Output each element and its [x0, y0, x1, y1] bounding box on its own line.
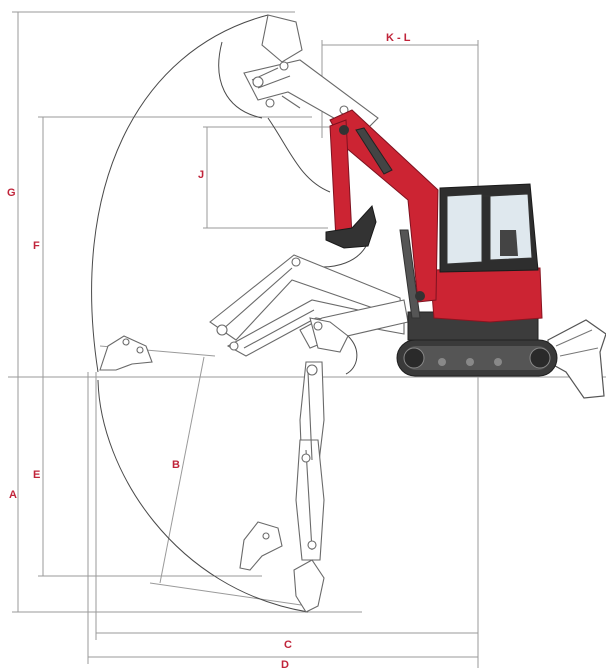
label-e: E — [33, 469, 40, 481]
ghost-bucket-top — [261, 14, 303, 63]
ghost-bucket-side — [239, 521, 283, 571]
label-kl: K - L — [386, 32, 411, 44]
cab-window-front — [446, 193, 483, 265]
envelope-outer-top — [91, 14, 269, 373]
label-b: B — [172, 459, 180, 471]
ghost-arm-max-depth — [239, 361, 325, 613]
dimension-labels: G F J K - L A E B C D — [7, 32, 411, 668]
upper-body — [429, 267, 543, 323]
label-f: F — [33, 240, 40, 252]
ghost-arm-curl — [299, 299, 409, 353]
bucket — [325, 204, 377, 249]
label-c: C — [284, 639, 292, 651]
label-a: A — [9, 489, 17, 501]
label-j: J — [198, 169, 204, 181]
dim-line-b — [159, 356, 205, 584]
ghost-bucket-depth — [293, 559, 325, 613]
label-g: G — [7, 187, 16, 199]
excavator-machine — [325, 109, 606, 399]
envelope-outer-bottom — [97, 379, 309, 613]
ghost-bucket-reach — [99, 335, 153, 371]
label-d: D — [281, 659, 289, 668]
